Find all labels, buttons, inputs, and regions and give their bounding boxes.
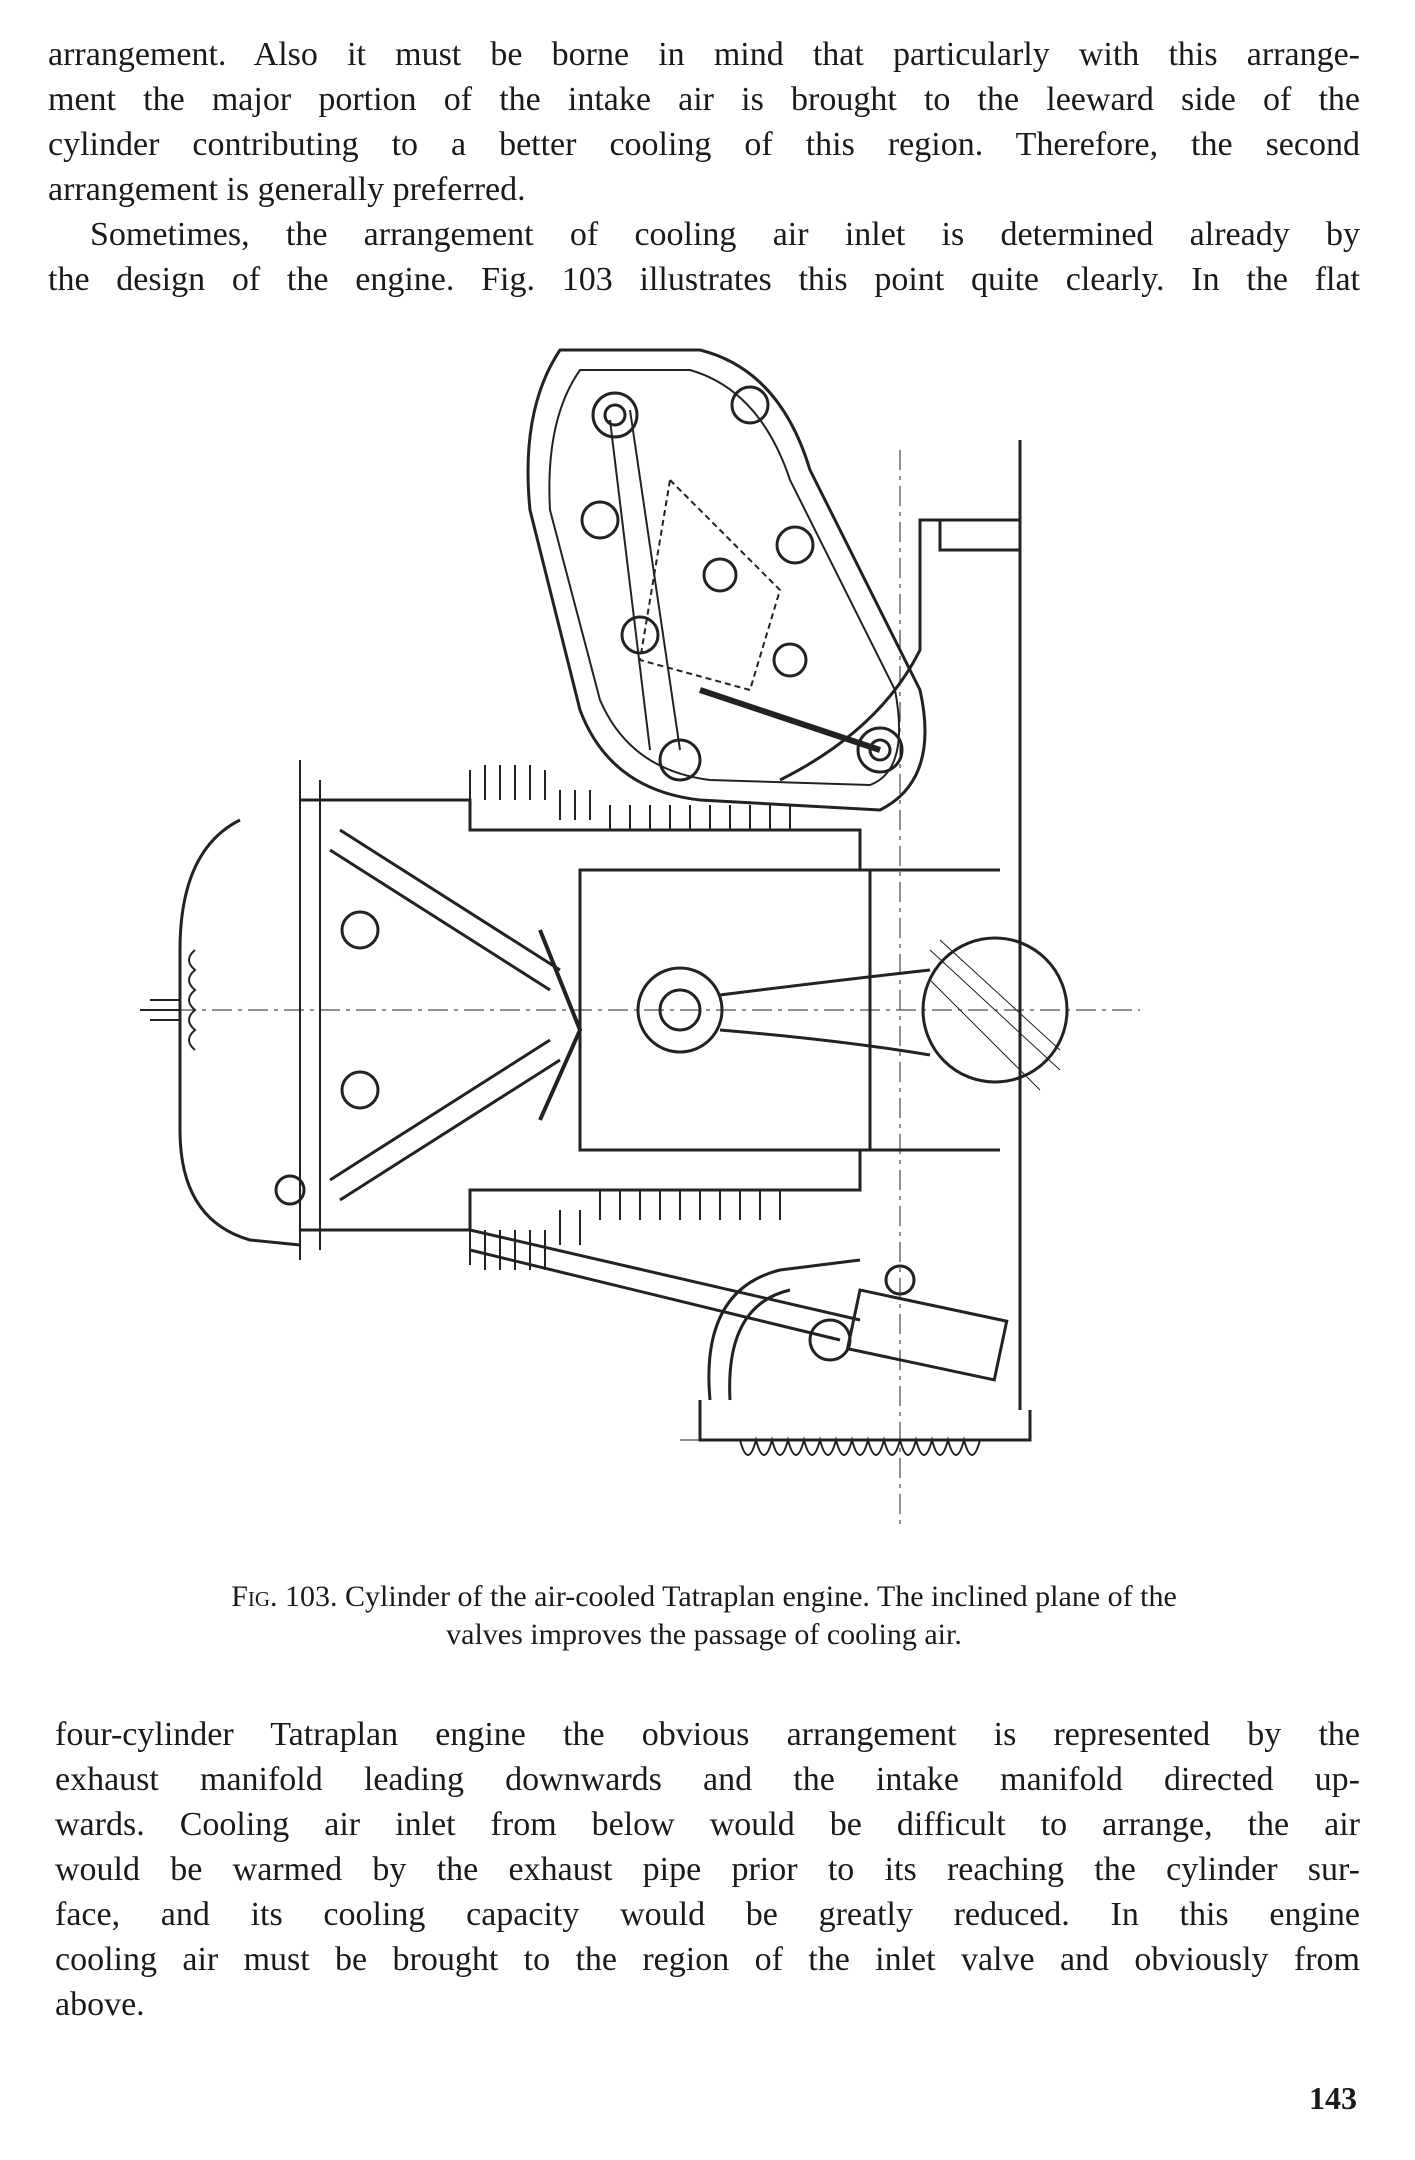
page-number: 143: [1309, 2080, 1357, 2116]
text-line: four-cylinder Tatraplan engine the obvio…: [55, 1716, 1360, 1753]
text-line: face, and its cooling capacity would be …: [55, 1896, 1360, 1933]
cylinder-section: [140, 440, 1140, 1530]
figure-caption: Fig. 103. Cylinder of the air-cooled Tat…: [48, 1578, 1360, 1654]
text-line: exhaust manifold leading downwards and t…: [55, 1761, 1360, 1798]
text-line: cooling air must be brought to the regio…: [55, 1941, 1360, 1978]
text-line: arrangement is generally preferred.: [48, 171, 526, 208]
text-line: the design of the engine. Fig. 103 illus…: [48, 261, 1360, 298]
text-line: above.: [55, 1986, 145, 2023]
caption-line: valves improves the passage of cooling a…: [446, 1618, 962, 1651]
body-text-bottom: four-cylinder Tatraplan engine the obvio…: [55, 1712, 1360, 2027]
text-line: would be warmed by the exhaust pipe prio…: [55, 1851, 1360, 1888]
figure-label: Fig. 103.: [231, 1580, 338, 1613]
engine-cylinder-drawing: [140, 348, 1140, 1530]
text-line: arrangement. Also it must be borne in mi…: [48, 36, 1360, 73]
body-text-top: arrangement. Also it must be borne in mi…: [48, 32, 1360, 302]
text-line: wards. Cooling air inlet from below woul…: [55, 1806, 1360, 1843]
text-line: Sometimes, the arrangement of cooling ai…: [90, 216, 1360, 253]
caption-line: Cylinder of the air-cooled Tatraplan eng…: [345, 1580, 1177, 1613]
valve-gear-detail: [526, 348, 927, 812]
text-line: ment the major portion of the intake air…: [48, 81, 1360, 118]
text-line: cylinder contributing to a better coolin…: [48, 126, 1360, 163]
